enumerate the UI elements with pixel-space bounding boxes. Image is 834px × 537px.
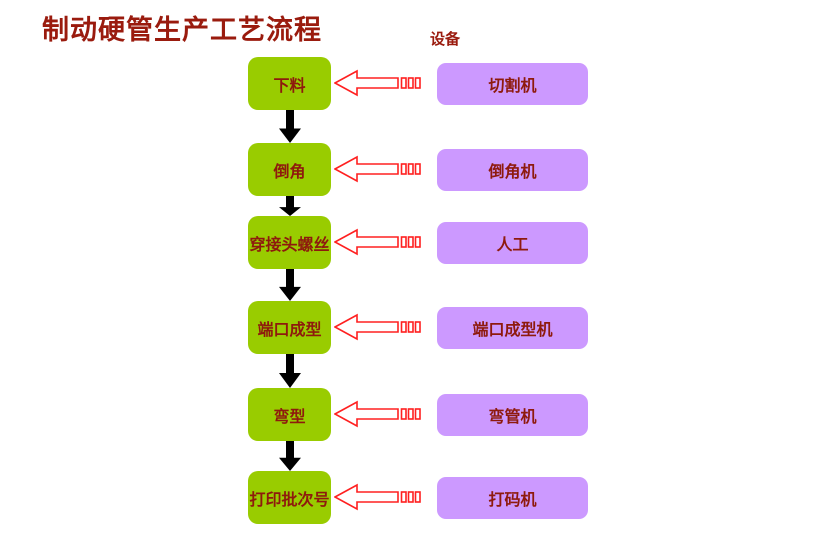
equipment-label: 切割机 [488, 78, 537, 95]
equipment-label: 弯管机 [488, 409, 537, 426]
step-label: 下料 [273, 77, 306, 95]
step-label: 穿接头螺丝 [249, 236, 330, 254]
equipment-box: 人工 [437, 222, 588, 264]
equipment-column-header: 设备 [430, 31, 461, 48]
down-arrow-icon [279, 354, 301, 388]
equipment-box: 打码机 [437, 477, 588, 519]
equipment-box: 倒角机 [437, 149, 588, 191]
equipment-box: 切割机 [437, 63, 588, 105]
equipment-box: 端口成型机 [437, 307, 588, 349]
equipment-label: 端口成型机 [472, 322, 553, 339]
striped-left-arrow-icon [334, 312, 425, 342]
down-arrow-icon [279, 110, 301, 143]
step-label: 倒角 [273, 163, 306, 181]
striped-left-arrow-icon [334, 227, 425, 257]
equipment-label: 打码机 [488, 492, 537, 509]
striped-left-arrow-icon [334, 154, 425, 184]
striped-left-arrow-icon [334, 68, 425, 98]
step-label: 弯型 [273, 408, 306, 426]
step-label: 端口成型 [257, 321, 322, 339]
down-arrow-icon [279, 441, 301, 471]
page-title: 制动硬管生产工艺流程 [42, 15, 322, 45]
down-arrow-icon [279, 269, 301, 301]
step-box: 倒角 [248, 143, 331, 196]
step-box: 弯型 [248, 388, 331, 441]
step-box: 下料 [248, 57, 331, 110]
equipment-label: 倒角机 [488, 164, 537, 181]
down-arrow-icon [279, 196, 301, 216]
step-label: 打印批次号 [249, 491, 330, 509]
step-box: 打印批次号 [248, 471, 331, 524]
step-box: 端口成型 [248, 301, 331, 354]
striped-left-arrow-icon [334, 482, 425, 512]
equipment-box: 弯管机 [437, 394, 588, 436]
striped-left-arrow-icon [334, 399, 425, 429]
equipment-label: 人工 [496, 237, 529, 254]
step-box: 穿接头螺丝 [248, 216, 331, 269]
